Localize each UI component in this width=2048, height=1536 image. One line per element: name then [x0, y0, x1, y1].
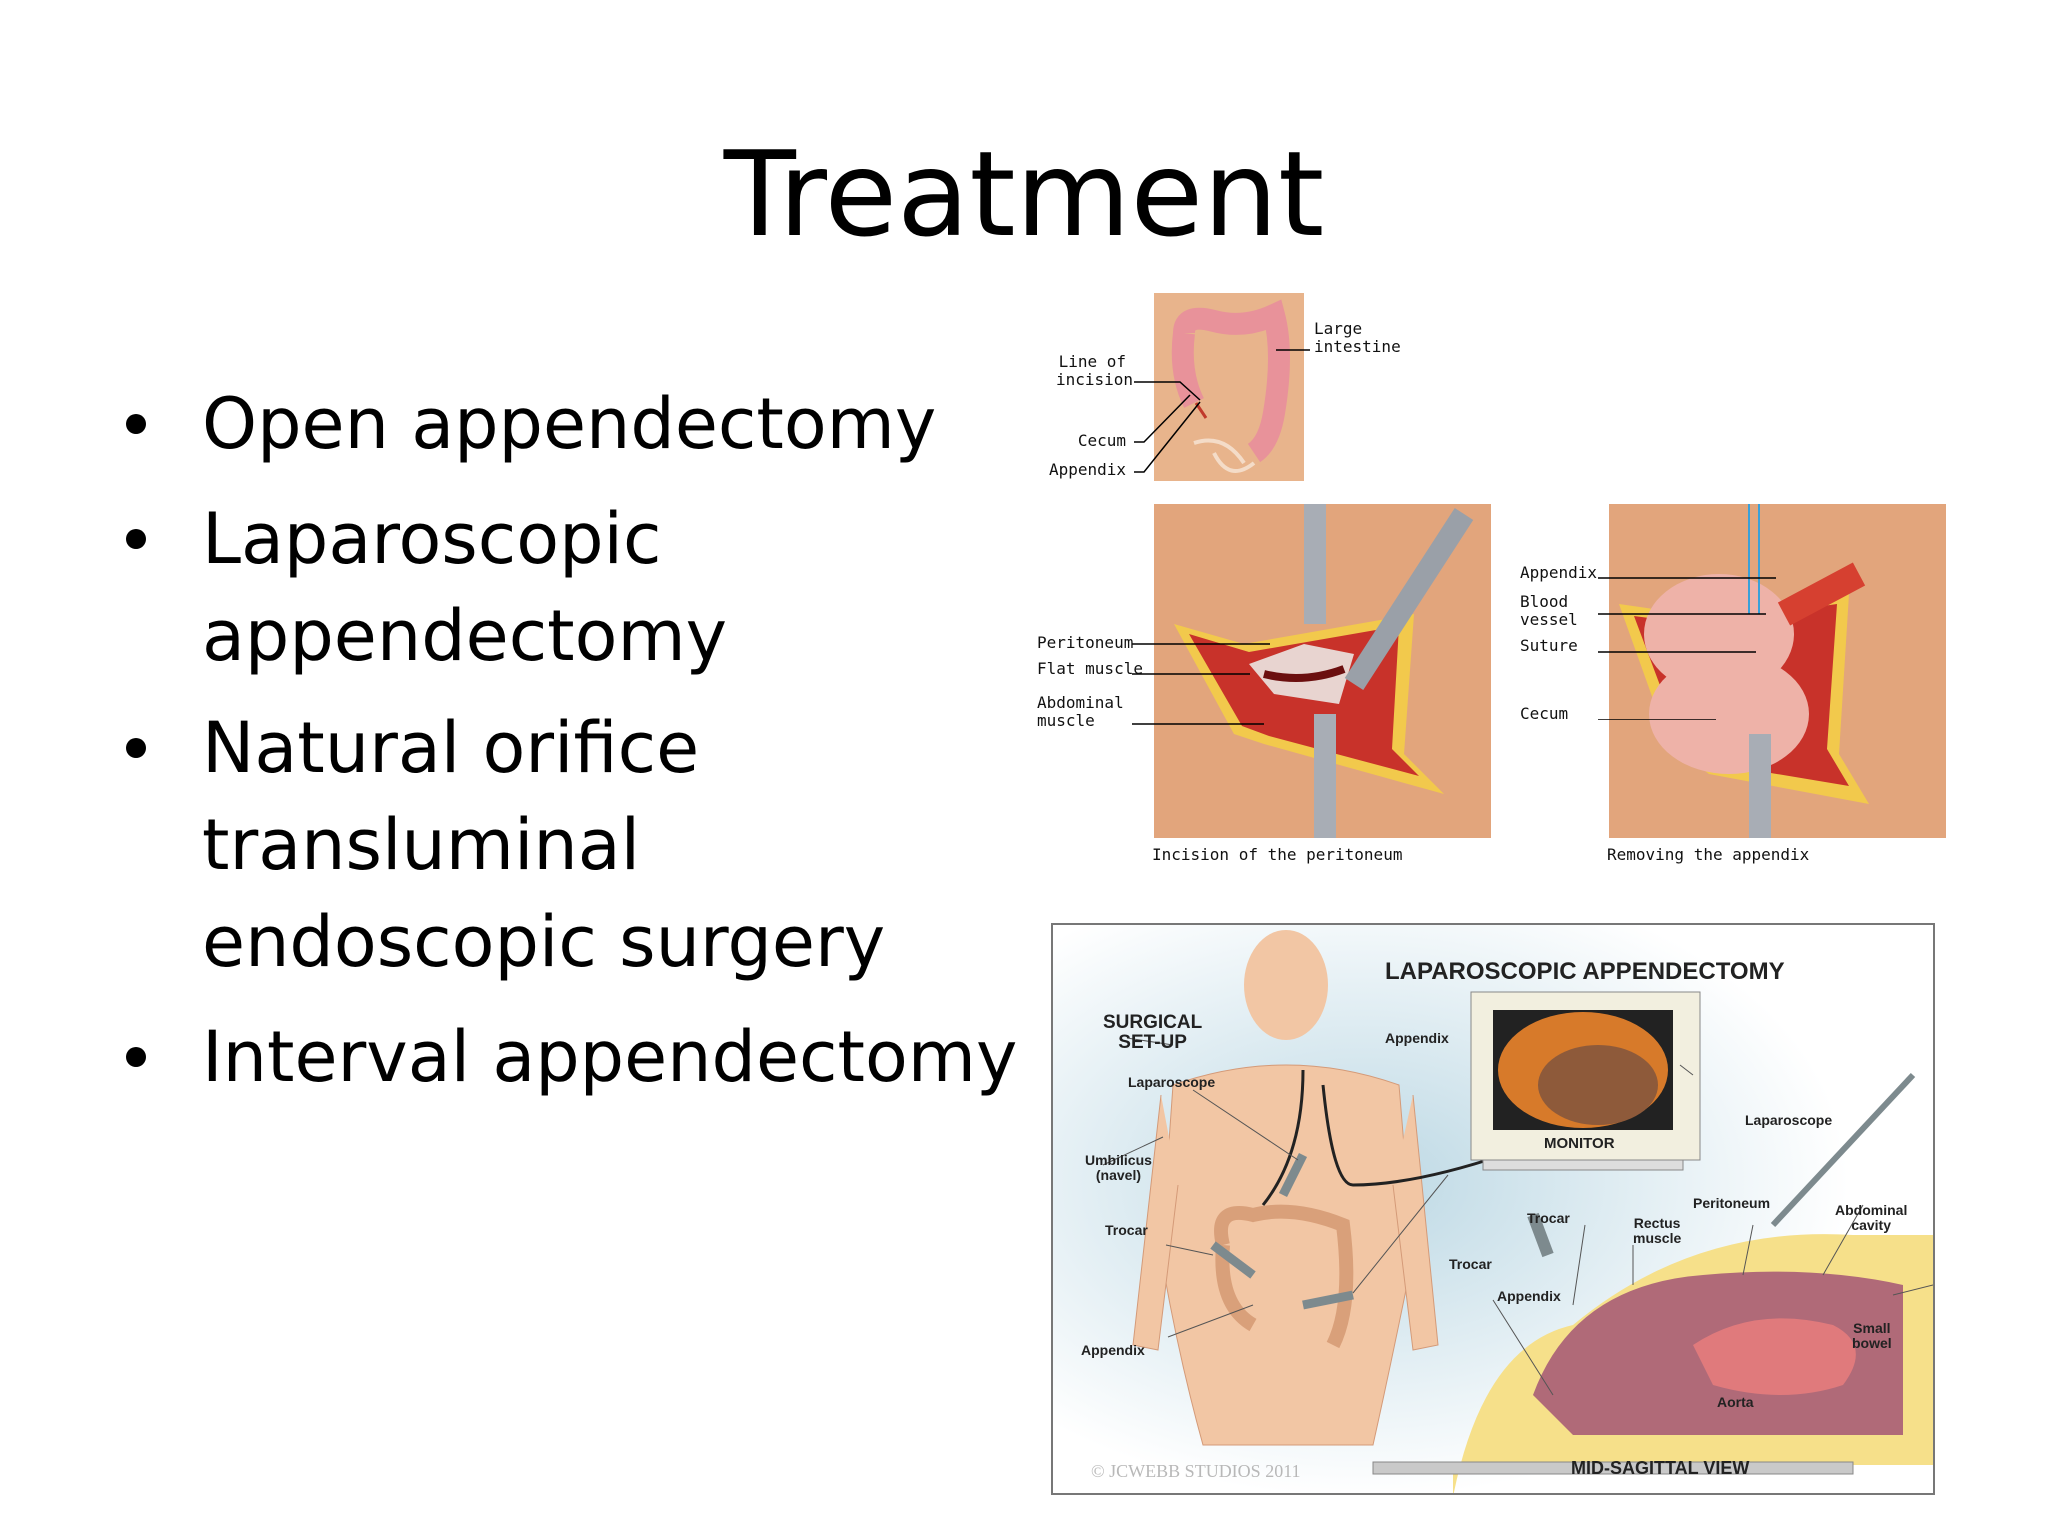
label-cecum: Cecum	[1077, 431, 1126, 450]
bullet-item: Laparoscopic appendectomy	[202, 498, 728, 677]
label-abdominal-cavity: Abdominal cavity	[1835, 1202, 1908, 1233]
removal-leader-lines	[1598, 577, 1776, 720]
setup-heading: SURGICAL SET-UP	[1103, 1012, 1203, 1053]
label-flat-muscle: Flat muscle	[1037, 659, 1143, 678]
label-line-of-incision: Line of incision	[1056, 352, 1134, 389]
label-trocar-right: Trocar	[1527, 1210, 1570, 1226]
label-laparoscope-right: Laparoscope	[1745, 1112, 1833, 1128]
torso-illustration	[1154, 293, 1304, 481]
bullet-item: Interval appendectomy	[202, 1016, 1018, 1098]
label-appendix: Appendix	[1048, 460, 1126, 479]
label-umbilicus: Umbilicus (navel)	[1085, 1152, 1152, 1183]
label-aorta: Aorta	[1717, 1394, 1754, 1410]
caption-removal: Removing the appendix	[1607, 845, 1810, 864]
label-large-intestine: Large intestine	[1314, 319, 1401, 356]
bullet-item: Natural orifice transluminal endoscopic …	[202, 707, 886, 983]
label-trocar-center: Trocar	[1449, 1256, 1492, 1272]
caption-incision: Incision of the peritoneum	[1152, 845, 1403, 864]
label-rectus-muscle: Rectus muscle	[1633, 1215, 1682, 1246]
label-cecum-removal: Cecum	[1520, 704, 1569, 723]
removal-illustration	[1609, 504, 1946, 838]
label-appendix-left: Appendix	[1081, 1342, 1145, 1358]
bullet-dot	[126, 414, 146, 434]
label-abdominal-muscle: Abdominal muscle	[1037, 693, 1124, 730]
label-monitor: MONITOR	[1544, 1135, 1615, 1152]
copyright-watermark: © JCWEBB STUDIOS 2011	[1091, 1461, 1301, 1481]
label-laparoscope-left: Laparoscope	[1128, 1074, 1216, 1090]
bullet-item: Open appendectomy	[202, 383, 937, 465]
bullet-dot	[126, 1047, 146, 1067]
label-appendix-removal: Appendix	[1520, 563, 1598, 582]
view-caption: MID-SAGITTAL VIEW	[1571, 1458, 1750, 1478]
label-appendix-right: Appendix	[1497, 1288, 1561, 1304]
laparoscopic-figure: LAPAROSCOPIC APPENDECTOMY SURGICAL SET-U…	[1051, 923, 1935, 1495]
label-blood-vessel: Blood vessel	[1520, 592, 1578, 629]
label-trocar-left: Trocar	[1105, 1222, 1148, 1238]
label-suture: Suture	[1520, 636, 1578, 655]
label-peritoneum-lap: Peritoneum	[1693, 1195, 1771, 1211]
laparoscopic-illustration	[1053, 925, 1933, 1493]
figure-title: LAPAROSCOPIC APPENDECTOMY	[1385, 958, 1785, 985]
incision-leader-lines	[1132, 643, 1270, 725]
leader-lines	[1134, 349, 1310, 473]
label-appendix-monitor: Appendix	[1385, 1030, 1449, 1046]
slide-title: Treatment	[723, 125, 1325, 263]
label-peritoneum: Peritoneum	[1037, 633, 1134, 652]
bullet-dot	[126, 738, 146, 758]
bullet-dot	[126, 529, 146, 549]
label-small-bowel: Small bowel	[1852, 1320, 1892, 1351]
incision-illustration	[1154, 504, 1491, 838]
